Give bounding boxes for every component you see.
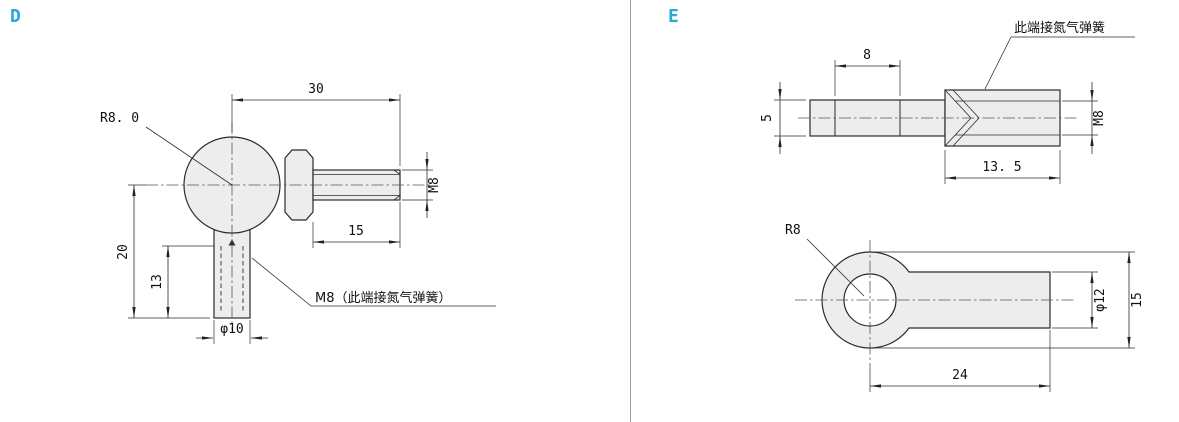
dim-height: 20 [116, 184, 210, 319]
drawing-e-bottom: R8 φ12 15 24 [785, 223, 1145, 392]
dim-30-text: 30 [308, 82, 324, 97]
dim-15-text: 15 [1130, 292, 1145, 308]
dim-length: 24 [869, 330, 1051, 392]
dim-15-text: 15 [348, 224, 364, 239]
dim-eye-radius: R8 [785, 223, 865, 297]
chamfer-line-inner [952, 89, 980, 119]
drawing-e-fittings: 8 5 13. 5 [760, 20, 1145, 392]
dim-24-text: 24 [952, 368, 968, 383]
dim-shank-dia: φ12 [1052, 271, 1108, 329]
dim-rod-dia: 5 [760, 82, 806, 154]
dim-m8-text: M8 [427, 177, 442, 193]
dim-5-text: 5 [760, 114, 775, 122]
dim-ball-radius-text: R8. 0 [100, 111, 139, 126]
note-e-text: 此端接氮气弹簧 [1014, 20, 1105, 36]
dim-8-text: 8 [863, 48, 871, 63]
stud-chamfer-top [393, 169, 401, 175]
dim-body-length: 13. 5 [944, 150, 1061, 184]
drawing-e-top: 8 5 13. 5 [760, 20, 1135, 184]
dim-13-text: 13 [150, 274, 165, 290]
dim-m8-e-text: M8 [1092, 110, 1107, 126]
thread-depth-arrow [228, 239, 236, 246]
leader-line [145, 126, 233, 186]
dim-stud-thread: M8 [402, 152, 442, 218]
dim-20-text: 20 [116, 244, 131, 260]
leader-line [806, 238, 865, 297]
chamfer-line [944, 117, 972, 147]
note-d-text: M8（此端接氮气弹簧） [315, 290, 452, 306]
dim-groove-length: 8 [834, 48, 901, 96]
dim-eye-height: 15 [876, 251, 1145, 349]
note-e: 此端接氮气弹簧 [984, 20, 1135, 90]
section-label-d: D [10, 6, 21, 27]
leader-line [251, 257, 312, 307]
stud-chamfer-bottom [393, 195, 401, 201]
section-divider [630, 0, 631, 422]
chamfer-line-inner [952, 117, 980, 147]
dim-13-5-text: 13. 5 [982, 160, 1021, 175]
dim-length-top: 30 [231, 82, 401, 166]
dim-body-thread: M8 [1062, 82, 1107, 154]
chamfer-line [944, 89, 972, 119]
dim-phi10-text: φ10 [220, 322, 243, 337]
section-label-e: E [668, 6, 679, 27]
dim-stud-length: 15 [312, 202, 401, 248]
drawing-d-ball-joint: R8. 0 30 15 M8 [100, 82, 496, 344]
dim-socket-dia: φ10 [196, 320, 268, 344]
note-d: M8（此端接氮气弹簧） [251, 257, 496, 307]
dim-thread-depth: 13 [150, 245, 214, 318]
dim-r8-text: R8 [785, 223, 801, 238]
dim-phi12-text: φ12 [1093, 288, 1108, 311]
leader-line [984, 36, 1012, 90]
dim-ball-radius: R8. 0 [100, 111, 233, 186]
